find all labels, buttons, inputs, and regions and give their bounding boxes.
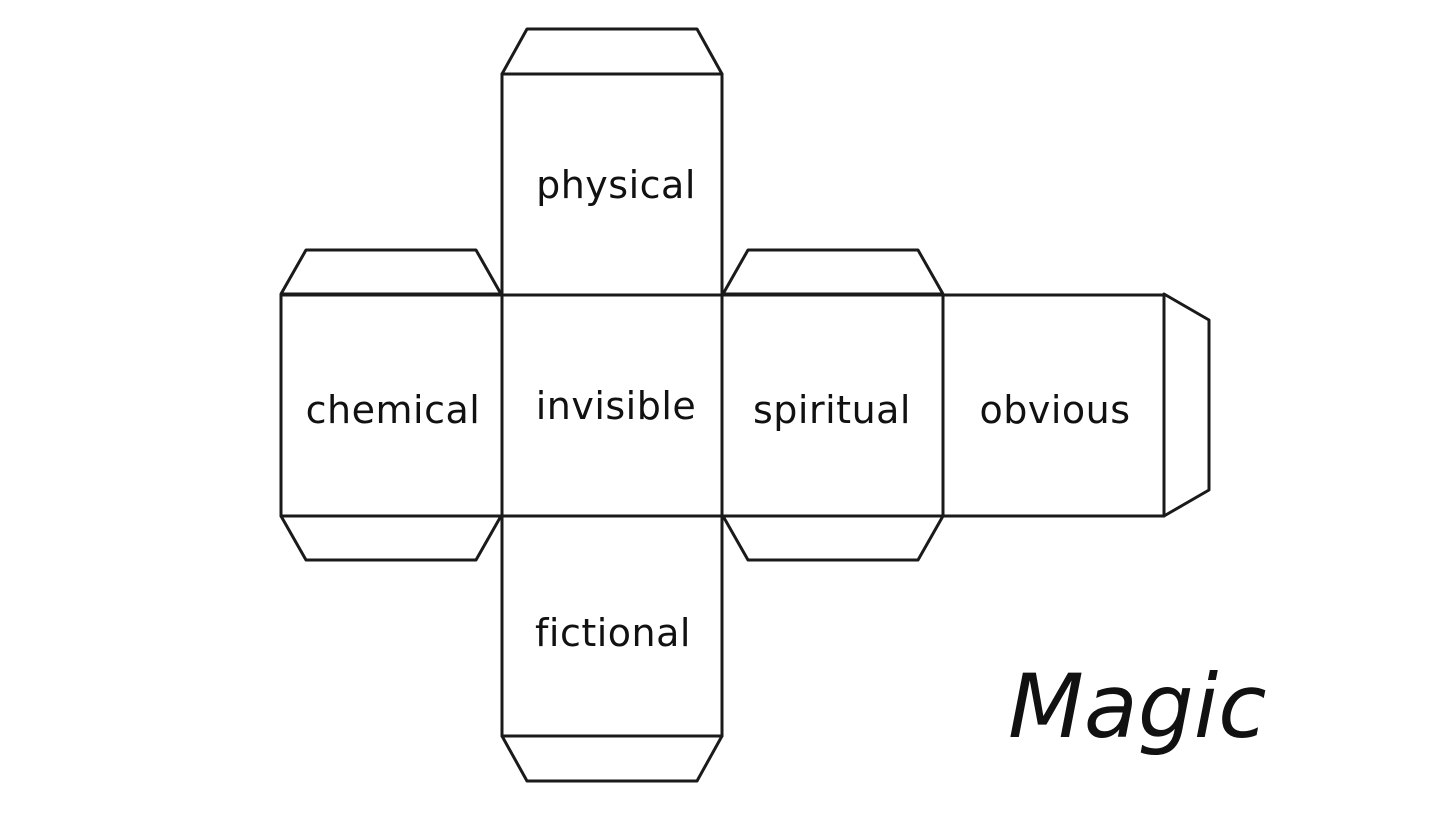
tab-top-of-top-face bbox=[500, 27, 724, 76]
face-far-right bbox=[941, 293, 1166, 518]
tab-bottom-of-left-face bbox=[279, 514, 503, 562]
tab-top-of-left-face bbox=[279, 248, 503, 296]
face-label-bottom: fictional bbox=[535, 611, 691, 655]
face-label-far-right: obvious bbox=[979, 388, 1131, 432]
diagram-title: Magic bbox=[1008, 655, 1267, 758]
face-label-right: spiritual bbox=[753, 388, 911, 432]
face-label-center: invisible bbox=[535, 384, 697, 428]
face-bottom bbox=[500, 514, 724, 738]
tab-bottom-of-bottom-face bbox=[500, 734, 724, 783]
tab-right-of-far-right-face bbox=[1162, 292, 1211, 518]
face-label-left: chemical bbox=[305, 388, 481, 432]
face-label-top: physical bbox=[536, 163, 696, 207]
tab-bottom-of-right-face bbox=[721, 514, 945, 562]
tab-top-of-right-face bbox=[721, 248, 945, 296]
